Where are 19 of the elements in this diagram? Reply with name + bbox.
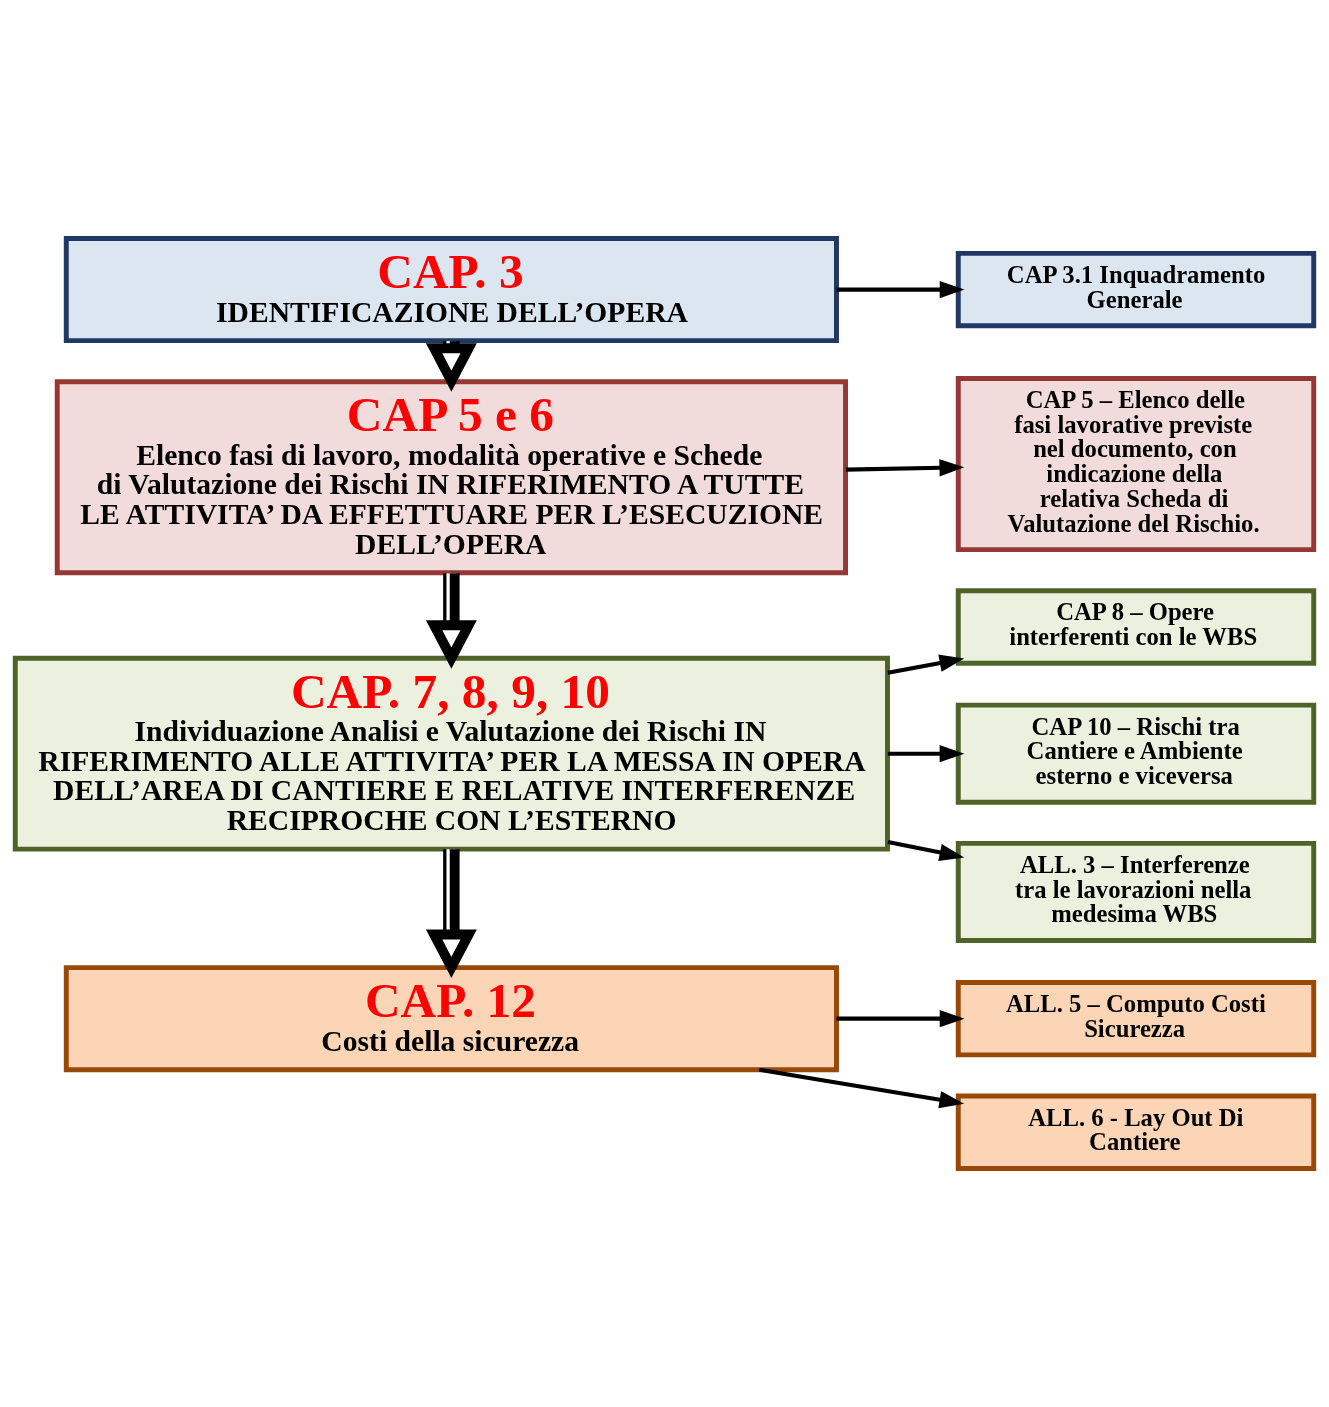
node-box: CAP 5 e 6 Elenco fasi di lavoro, modalità operative e Schede di Valutazione dei Rischi IN RIFERIMENTO A TUTTE LE ATTIVITA’ DA EFFETTUARE PER L’ESECUZIONE DELL’OPERA [54,379,848,576]
arrow [836,280,965,299]
node-box: ALL. 3 – Interferenze tra le lavorazioni nella medesima WBS [955,840,1317,943]
arrow [887,839,965,861]
arrow [887,654,965,675]
node-box: ALL. 6 - Lay Out Di Cantiere [955,1093,1317,1171]
node-box: CAP 3.1 Inquadramento Generale [955,250,1317,329]
node-box: CAP 5 – Elenco delle fasi lavorative previste nel documento, con indicazione della relativa Scheda di Valutazione del Rischio. [955,376,1317,553]
node-box: CAP. 7, 8, 9, 10 Individuazione Analisi e Valutazione dei Rischi IN RIFERIMENTO ALLE ATTIVITA’ PER LA MESSA IN OPERA DELL’AREA DI CANTIERE E RELATIVE INTERFERENZE RECIPROCHE CON L’ESTERNO [12,655,890,852]
arrow [425,573,477,669]
arrow [845,459,965,477]
arrow [836,1010,965,1028]
arrow [425,849,477,979]
node-box: CAP 10 – Rischi tra Cantiere e Ambiente esterno e viceversa [955,702,1317,805]
arrow [887,745,965,763]
node-box: ALL. 5 – Computo Costi Sicurezza [955,980,1317,1058]
node-box: CAP. 3 IDENTIFICAZIONE DELL’OPERA [63,236,839,344]
node-box: CAP. 12 Costi della sicurezza [63,965,839,1073]
node-box: CAP 8 – Opere interferenti con le WBS [955,588,1317,666]
